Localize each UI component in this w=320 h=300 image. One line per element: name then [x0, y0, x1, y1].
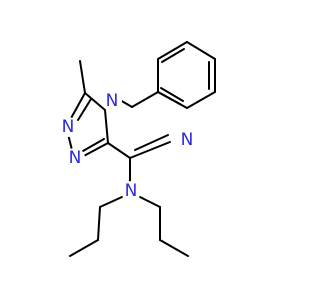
bond — [119, 99, 133, 108]
bond — [139, 196, 161, 208]
atom-n5: N — [121, 181, 141, 201]
bond — [129, 141, 171, 159]
bond — [159, 239, 189, 257]
bond — [69, 239, 99, 257]
atom-label: N — [69, 148, 82, 168]
bond — [82, 138, 105, 152]
bond — [157, 91, 181, 105]
bond — [107, 142, 131, 159]
bond — [131, 91, 159, 108]
atom-n4: N — [177, 130, 197, 150]
bond — [160, 87, 184, 102]
atom-n3: N — [65, 148, 85, 168]
bond — [99, 196, 123, 208]
bond — [134, 134, 169, 151]
atom-layer: N N N N N — [58, 91, 197, 201]
atom-n1: N — [102, 91, 122, 111]
bond — [84, 92, 106, 111]
bond — [186, 91, 216, 109]
bond — [157, 41, 188, 60]
atom-label: N — [181, 130, 194, 150]
bond — [77, 98, 92, 121]
atom-label: N — [106, 91, 119, 111]
bond — [161, 48, 185, 63]
bond — [69, 92, 86, 121]
bond — [104, 109, 109, 144]
atom-label: N — [62, 117, 75, 137]
bond — [97, 206, 101, 241]
atom-label: N — [125, 181, 138, 201]
bond — [186, 41, 216, 60]
bond-layer — [67, 41, 216, 257]
bond — [79, 60, 86, 94]
atom-n2: N — [58, 117, 78, 137]
molecule-structure: N N N N N — [58, 41, 216, 257]
